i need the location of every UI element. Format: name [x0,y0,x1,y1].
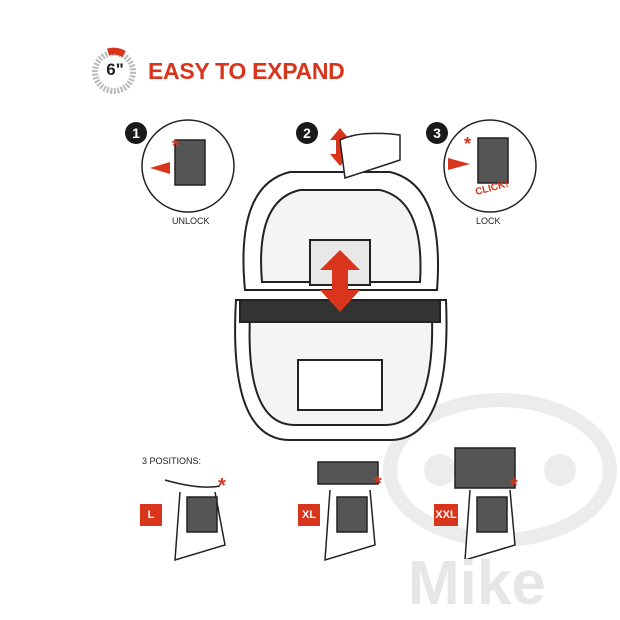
step-1-badge: 1 [125,122,147,144]
badge-ring-icon [92,47,136,94]
position-xxl-badge: XXL [434,504,458,526]
page-title: EASY TO EXPAND [148,58,345,84]
hand [339,132,401,179]
svg-text:*: * [510,475,518,497]
position-xxl-detail [454,447,516,562]
position-l-detail [164,479,226,562]
watermark: Mike [408,549,546,618]
expansion-badge: 6" [106,60,124,79]
expand-arrow-icon [320,250,360,312]
positions-heading: 3 POSITIONS: [142,456,202,466]
step-2-badge: 2 [296,122,318,144]
step-3-badge: 3 [426,122,448,144]
svg-text:*: * [172,136,179,156]
top-case [234,171,448,441]
svg-text:*: * [464,134,471,154]
unlock-detail [141,119,235,213]
lock-detail [443,119,537,213]
svg-text:*: * [374,473,382,495]
position-l-badge: L [140,504,162,526]
position-xl-detail [317,461,379,562]
position-xl-badge: XL [298,504,320,526]
lock-label: LOCK [476,216,501,226]
svg-text:*: * [218,475,226,497]
unlock-label: UNLOCK [172,216,210,226]
